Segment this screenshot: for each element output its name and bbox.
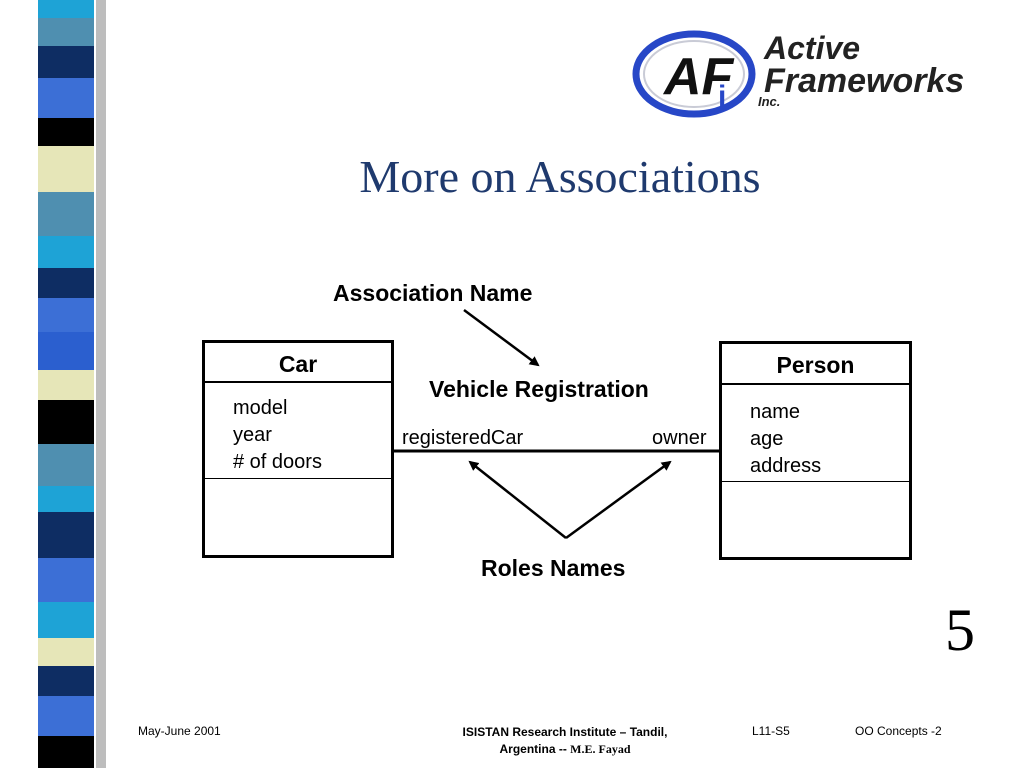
footer-institute-country: Argentina -- — [499, 742, 567, 756]
logo-mark: AF i — [632, 30, 756, 118]
roles-names-caption: Roles Names — [481, 555, 626, 581]
association-name-arrow — [463, 308, 540, 367]
attribute: # of doors — [233, 451, 322, 473]
role-arrow-left — [468, 460, 567, 539]
role-left: registeredCar — [402, 427, 524, 449]
class-name-car: Car — [205, 343, 391, 383]
attribute: model — [233, 397, 288, 419]
attribute: year — [233, 424, 272, 446]
slide-title: More on Associations — [359, 151, 761, 202]
logo-line-1: Active — [764, 30, 861, 66]
role-right: owner — [652, 427, 707, 449]
class-attributes-person: name age address — [722, 385, 909, 482]
footer-institute-line-2: Argentina -- M.E. Fayad — [420, 741, 710, 758]
footer-date: May-June 2001 — [138, 724, 221, 738]
class-name-person: Person — [722, 344, 909, 385]
logo-mark-sub: i — [718, 80, 726, 113]
class-attributes-car: model year # of doors — [205, 383, 391, 479]
decorative-stripe-band — [0, 0, 120, 768]
footer-author: M.E. Fayad — [570, 742, 631, 756]
slide-number: 5 — [945, 597, 975, 663]
stripe-shadow — [96, 0, 106, 768]
logo-mark-letters: AF — [662, 48, 735, 106]
footer-institute-line-1: ISISTAN Research Institute – Tandil, — [462, 725, 668, 739]
logo: AF i Active Frameworks Inc. — [632, 28, 997, 118]
footer-course: OO Concepts -2 — [855, 724, 942, 738]
class-box-car: Car model year # of doors — [202, 340, 394, 558]
class-box-person: Person name age address — [719, 341, 912, 560]
attribute: age — [750, 428, 784, 450]
attribute: address — [750, 455, 822, 477]
stripe-blocks — [38, 0, 94, 768]
attribute: name — [750, 401, 801, 423]
footer-institute: ISISTAN Research Institute – Tandil, Arg… — [420, 724, 710, 758]
association-name-caption: Association Name — [333, 280, 533, 306]
logo-line-2: Frameworks — [764, 62, 965, 100]
footer-slide-code: L11-S5 — [752, 724, 790, 738]
association-name: Vehicle Registration — [429, 376, 649, 402]
logo-line-3: Inc. — [758, 94, 781, 109]
role-arrow-right — [565, 460, 672, 540]
